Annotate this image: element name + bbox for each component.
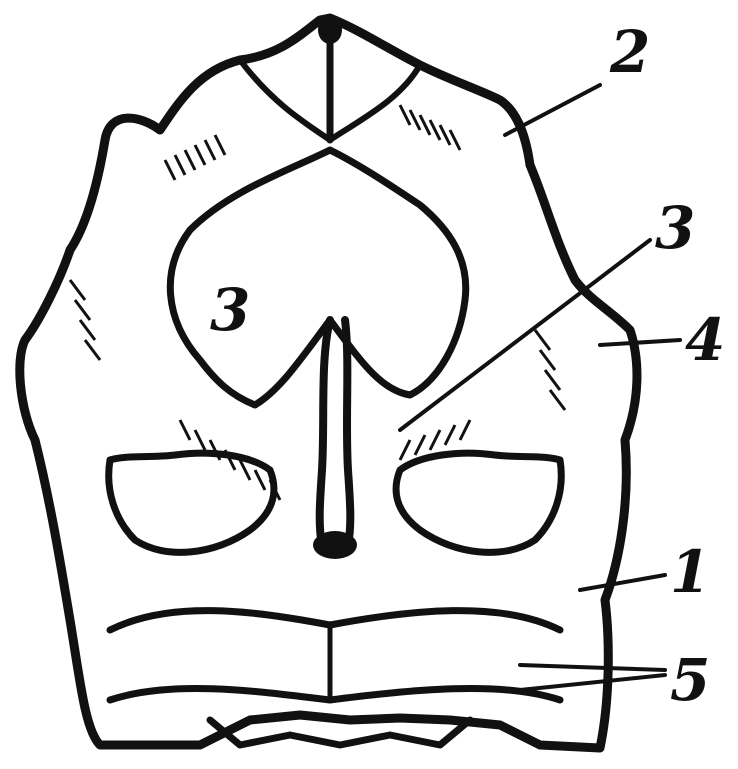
label-3-left: 3 — [210, 276, 250, 344]
top-crest — [240, 16, 420, 140]
label-2: 2 — [609, 18, 650, 86]
label-1: 1 — [670, 538, 710, 606]
label-5: 5 — [670, 646, 710, 714]
central-column — [313, 320, 357, 559]
label-4: 4 — [685, 306, 725, 374]
hatching-upper — [70, 105, 565, 500]
label-3-right: 3 — [655, 194, 695, 262]
